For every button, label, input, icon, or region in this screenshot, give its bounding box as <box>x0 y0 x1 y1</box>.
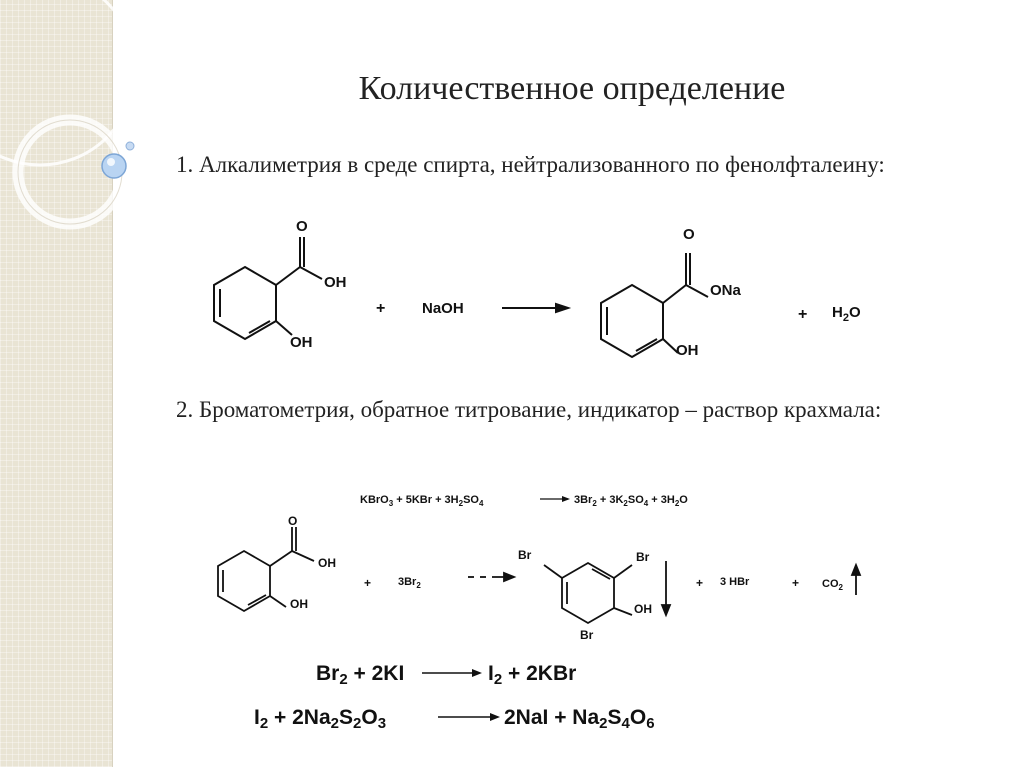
plus-sign: + <box>696 576 703 590</box>
plus-sign: + <box>792 576 799 590</box>
br-label-left: Br <box>518 548 532 562</box>
co2-formula: CO2 <box>822 578 844 592</box>
slide-title: Количественное определение <box>358 70 786 107</box>
iodine-liberation-equation: Br2 + 2KI I2 + 2KBr <box>316 662 576 688</box>
water-formula: H2O <box>832 304 861 324</box>
tribromophenol-oh-label: OH <box>634 602 652 616</box>
thiosulfate-titration-equation: I2 + 2Na2S2O3 2NaI + Na2S4O6 <box>254 706 655 732</box>
reaction-2-scheme: O OH OH + 3Br2 Br Br Br OH + 3 HBr + CO2 <box>217 515 862 642</box>
ona-label: ONa <box>710 282 742 299</box>
method-1-text: 1. Алкалиметрия в среде спирта, нейтрали… <box>176 152 885 177</box>
plus-sign: + <box>364 576 371 590</box>
plus-sign: + <box>376 300 385 317</box>
svg-text:2NaI + Na2S4O6: 2NaI + Na2S4O6 <box>504 706 655 732</box>
svg-text:KBrO3 + 5KBr + 3H2SO4: KBrO3 + 5KBr + 3H2SO4 <box>360 494 484 508</box>
svg-text:3Br2 + 3K2SO4 + 3H2O: 3Br2 + 3K2SO4 + 3H2O <box>574 494 688 508</box>
phenol-oh-label: OH <box>290 334 313 351</box>
reaction-1-scheme: O OH OH + NaOH O ONa OH + H2O <box>213 218 861 359</box>
svg-text:I2 + 2Na2S2O3: I2 + 2Na2S2O3 <box>254 706 386 732</box>
bromine-reagent: 3Br2 <box>398 576 421 590</box>
svg-text:I2 + 2KBr: I2 + 2KBr <box>488 662 576 688</box>
hbr-label: 3 HBr <box>720 576 750 588</box>
carbonyl-o-label: O <box>296 218 308 235</box>
carbonyl-o-label: O <box>288 515 297 528</box>
naoh-label: NaOH <box>422 300 464 317</box>
phenol-oh-label: OH <box>676 342 699 359</box>
svg-text:Br2 + 2KI: Br2 + 2KI <box>316 662 404 688</box>
decorative-rings <box>0 0 137 230</box>
plus-sign: + <box>798 306 807 323</box>
method-2-text: 2. Броматометрия, обратное титрование, и… <box>176 397 882 422</box>
bead-icon <box>101 153 127 179</box>
br-label-bottom: Br <box>580 628 594 642</box>
phenol-oh-label: OH <box>290 597 308 611</box>
br-label-right: Br <box>636 550 650 564</box>
acid-oh-label: OH <box>318 556 336 570</box>
acid-oh-label: OH <box>324 274 347 291</box>
carbonyl-o-label: O <box>683 226 695 243</box>
bromate-equation: KBrO3 + 5KBr + 3H2SO4 3Br2 + 3K2SO4 + 3H… <box>360 494 688 508</box>
